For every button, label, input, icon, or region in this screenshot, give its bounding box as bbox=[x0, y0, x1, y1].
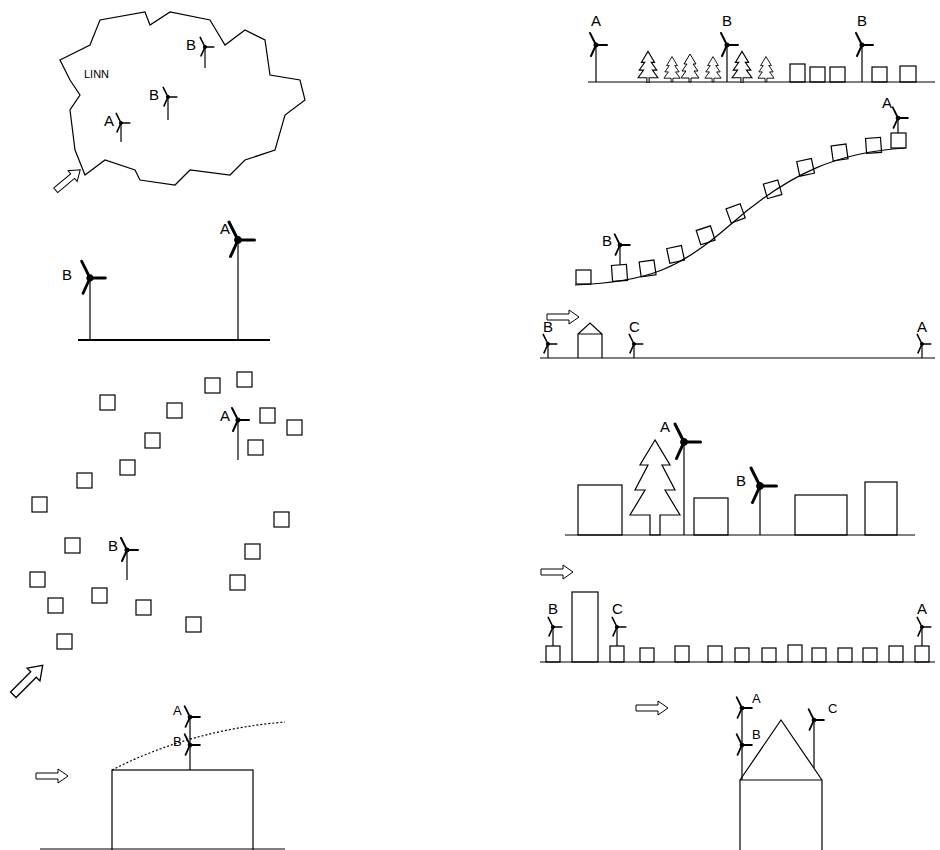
turbine bbox=[615, 107, 908, 265]
turbine bbox=[675, 424, 777, 535]
turbine-label: A bbox=[752, 690, 761, 707]
turbine-label: B bbox=[548, 600, 558, 617]
turbine bbox=[116, 37, 214, 142]
wind-arrow bbox=[51, 164, 85, 195]
turbine-label: A bbox=[220, 407, 230, 424]
turbine bbox=[548, 617, 931, 646]
town-name: LINN bbox=[84, 66, 109, 83]
building bbox=[30, 372, 302, 649]
tree bbox=[638, 51, 774, 82]
turbine-label: A bbox=[917, 318, 927, 335]
turbine bbox=[82, 222, 255, 340]
tree bbox=[630, 440, 680, 535]
flow-line bbox=[112, 722, 285, 770]
turbine-label: A bbox=[104, 112, 114, 129]
turbine-label: C bbox=[828, 700, 837, 717]
turbine-label: C bbox=[612, 600, 623, 617]
turbine bbox=[121, 408, 249, 580]
building bbox=[576, 133, 906, 284]
turbine bbox=[185, 706, 200, 770]
turbine-label: B bbox=[736, 472, 746, 489]
turbine-label: B bbox=[62, 266, 72, 283]
wind-arrow bbox=[636, 701, 668, 715]
town-outline bbox=[60, 12, 305, 185]
turbine-label: A bbox=[173, 702, 182, 719]
wind-arrow bbox=[7, 659, 49, 701]
turbine-label: B bbox=[857, 12, 867, 29]
building bbox=[112, 770, 253, 850]
turbine-label: B bbox=[108, 537, 118, 554]
turbine-label: B bbox=[722, 12, 732, 29]
turbine-label: B bbox=[543, 318, 553, 335]
turbine-label: B bbox=[186, 36, 196, 53]
building bbox=[546, 592, 929, 662]
turbine-label: B bbox=[752, 726, 761, 743]
building bbox=[578, 482, 897, 535]
ground bbox=[40, 848, 285, 849]
turbine bbox=[590, 33, 873, 82]
ground bbox=[540, 357, 935, 358]
turbine-label: A bbox=[917, 600, 927, 617]
turbine bbox=[543, 334, 931, 358]
turbine-label: A bbox=[660, 418, 670, 435]
wind-arrow bbox=[36, 769, 68, 783]
house bbox=[578, 323, 602, 358]
turbine-label: B bbox=[173, 733, 182, 750]
turbine bbox=[737, 697, 824, 780]
ground bbox=[78, 339, 270, 341]
wind-arrow bbox=[541, 565, 573, 579]
house bbox=[740, 720, 822, 850]
turbine-label: C bbox=[629, 318, 640, 335]
turbine-label: A bbox=[220, 220, 230, 237]
turbine-label: B bbox=[602, 232, 612, 249]
turbine-label: A bbox=[591, 12, 601, 29]
turbine-label: B bbox=[149, 86, 159, 103]
slope bbox=[575, 148, 905, 285]
turbine-label: A bbox=[882, 94, 892, 111]
building bbox=[790, 64, 916, 82]
